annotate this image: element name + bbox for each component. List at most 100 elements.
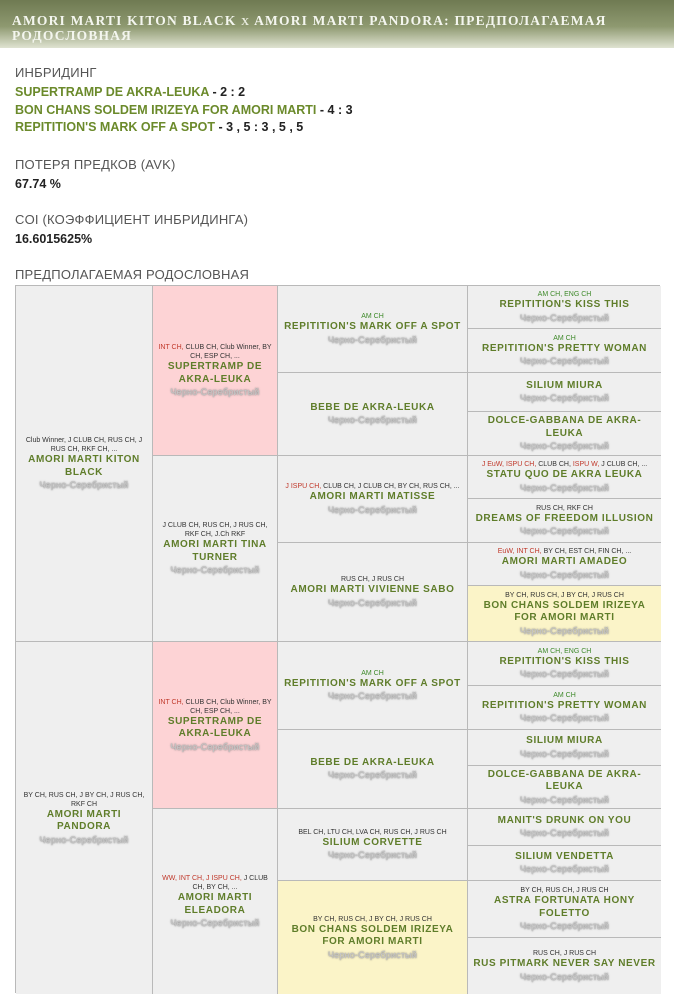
- inbreeding-name[interactable]: SUPERTRAMP DE AKRA-LEUKA: [15, 85, 209, 99]
- dog-color: Черно-Серебристый: [170, 918, 260, 928]
- dam-name: AMORI MARTI PANDORA: ПРЕДПОЛАГАЕМАЯ: [254, 13, 607, 28]
- dog-titles: BEL CH, LTU CH, LVA CH, RUS CH, J RUS CH: [298, 828, 447, 836]
- dog-color: Черно-Серебристый: [519, 794, 610, 805]
- dog-titles: RUS CH, J RUS CH: [340, 576, 404, 584]
- dog-name-link[interactable]: DOLCE-GABBANA DE AKRA-LEUKA: [487, 415, 642, 439]
- dog-titles: J ISPU CH, CLUB CH, J CLUB CH, BY CH, RU…: [285, 483, 460, 491]
- dog-titles: AM CH: [361, 313, 384, 321]
- dog-name-link[interactable]: BEBE DE AKRA-LEUKA: [310, 756, 435, 768]
- dog-color: Черно-Серебристый: [519, 828, 610, 839]
- dog-color: Черно-Серебристый: [519, 864, 610, 875]
- dog-titles: AM CH, ENG CH: [537, 291, 592, 299]
- page-title: AMORI MARTI KITON BLACK x AMORI MARTI PA…: [12, 14, 662, 43]
- dog-titles: RUS CH, RKF CH: [536, 504, 593, 512]
- inbreeding-name[interactable]: BON CHANS SOLDEM IRIZEYA FOR AMORI MARTI: [15, 102, 317, 117]
- pedigree-cell-grandparent: INT CH, CLUB CH, Club Winner, BY CH, ESP…: [153, 286, 278, 456]
- dog-name-link[interactable]: BON CHANS SOLDEM IRIZEYA FOR AMORI MARTI: [483, 599, 646, 624]
- dog-titles: INT CH, CLUB CH, Club Winner, BY CH, ESP…: [158, 698, 272, 715]
- pedigree-cell-great-grandparent: BEL CH, LTU CH, LVA CH, RUS CH, J RUS CH…: [278, 809, 468, 881]
- pedigree-cell-great-grandparent: BEBE DE AKRA-LEUKA Черно-Серебристый: [278, 730, 468, 809]
- pedigree-table: Club Winner, J CLUB CH, RUS CH, J RUS CH…: [15, 285, 661, 994]
- dog-name-link[interactable]: SUPERTRAMP DE AKRA-LEUKA: [167, 715, 263, 740]
- dog-color: Черно-Серебристый: [39, 834, 129, 845]
- dog-name-link[interactable]: DOLCE-GABBANA DE AKRA-LEUKA: [487, 768, 642, 793]
- pedigree-cell-great-great-grandparent: SILIUM VENDETTA Черно-Серебристый: [468, 846, 661, 881]
- dog-titles: INT CH, CLUB CH, Club Winner, BY CH, ESP…: [158, 344, 272, 360]
- dog-color: Черно-Серебристый: [327, 949, 418, 960]
- dog-color: Черно-Серебристый: [519, 921, 610, 931]
- dog-name-link[interactable]: AMORI MARTI TINA TURNER: [163, 539, 267, 563]
- dog-name-link[interactable]: REPITITION'S MARK OFF A SPOT: [284, 321, 461, 333]
- dog-name-link[interactable]: REPITITION'S PRETTY WOMAN: [482, 699, 647, 711]
- dog-name-link[interactable]: BEBE DE AKRA-LEUKA: [310, 401, 435, 413]
- pedigree-cell-grandparent: INT CH, CLUB CH, Club Winner, BY CH, ESP…: [153, 642, 278, 809]
- pedigree-cell-great-grandparent: J ISPU CH, CLUB CH, J CLUB CH, BY CH, RU…: [278, 456, 468, 543]
- dog-name-link[interactable]: MANIT'S DRUNK ON YOU: [497, 814, 632, 826]
- title-line2: РОДОСЛОВНАЯ: [12, 28, 133, 43]
- dog-name-link[interactable]: AMORI MARTI VIVIENNE SABO: [290, 584, 455, 596]
- dog-color: Черно-Серебристый: [170, 387, 260, 397]
- dog-name-link[interactable]: RUS PITMARK NEVER SAY NEVER: [473, 958, 656, 970]
- dog-color: Черно-Серебристый: [327, 415, 418, 426]
- dog-color: Черно-Серебристый: [327, 691, 418, 702]
- inbreeding-row: BON CHANS SOLDEM IRIZEYA FOR AMORI MARTI…: [15, 102, 659, 120]
- pedigree-cell-parent: Club Winner, J CLUB CH, RUS CH, J RUS CH…: [16, 286, 153, 642]
- dog-titles: RUS CH, J RUS CH: [532, 950, 596, 958]
- dog-name-link[interactable]: SILIUM CORVETTE: [322, 836, 423, 848]
- dog-name-link[interactable]: REPITITION'S KISS THIS: [499, 299, 630, 311]
- dog-name-link[interactable]: DREAMS OF FREEDOM ILLUSION: [475, 512, 654, 524]
- dog-name-link[interactable]: AMORI MARTI MATISSE: [309, 491, 436, 503]
- dog-titles: J EuW, ISPU CH, CLUB CH, ISPU W, J CLUB …: [481, 461, 648, 469]
- dog-titles: AM CH: [361, 669, 384, 677]
- dog-name-link[interactable]: SILIUM MIURA: [526, 735, 603, 747]
- dog-name-link[interactable]: AMORI MARTI ELEADORA: [177, 892, 253, 916]
- dog-titles: WW, INT CH, J ISPU CH, J CLUB CH, BY CH,…: [162, 875, 268, 891]
- dog-color: Черно-Серебристый: [519, 669, 610, 680]
- dog-name-link[interactable]: REPITITION'S KISS THIS: [499, 655, 630, 667]
- dog-name-link[interactable]: ASTRA FORTUNATA HONY FOLETTO: [494, 895, 635, 919]
- dog-name-link[interactable]: SUPERTRAMP DE AKRA-LEUKA: [167, 361, 263, 385]
- dog-titles: BY CH, RUS CH, J BY CH, J RUS CH: [505, 591, 624, 599]
- coi-label: COI (КОЭФФИЦИЕНТ ИНБРИДИНГА): [15, 211, 249, 227]
- dog-name-link[interactable]: REPITITION'S MARK OFF A SPOT: [284, 677, 461, 689]
- dog-name-link[interactable]: AMORI MARTI KITON BLACK: [28, 454, 140, 478]
- dog-color: Черно-Серебристый: [519, 526, 610, 537]
- dog-titles: BY CH, RUS CH, J RUS CH: [520, 887, 609, 894]
- pedigree-cell-grandparent: WW, INT CH, J ISPU CH, J CLUB CH, BY CH,…: [153, 809, 278, 994]
- avk-value: 67.74 %: [15, 176, 61, 191]
- dog-color: Черно-Серебристый: [519, 441, 610, 451]
- pedigree-cell-great-great-grandparent: EuW, INT CH, BY CH, EST CH, FIN CH, ...A…: [468, 543, 661, 586]
- dog-name-link[interactable]: AMORI MARTI PANDORA: [46, 808, 122, 833]
- inbreeding-row: SUPERTRAMP DE AKRA-LEUKA - 2 : 2: [15, 84, 659, 102]
- dog-name-link[interactable]: SILIUM MIURA: [526, 379, 603, 391]
- dog-color: Черно-Серебристый: [519, 482, 610, 493]
- pedigree-cell-great-great-grandparent: J EuW, ISPU CH, CLUB CH, ISPU W, J CLUB …: [468, 456, 661, 499]
- pedigree-cell-great-great-grandparent: DOLCE-GABBANA DE AKRA-LEUKA Черно-Серебри…: [468, 412, 661, 456]
- page-header: AMORI MARTI KITON BLACK x AMORI MARTI PA…: [0, 0, 674, 48]
- dog-titles: AM CH: [553, 334, 576, 342]
- inbreeding-name[interactable]: REPITITION'S MARK OFF A SPOT: [15, 120, 215, 134]
- dog-color: Черно-Серебристый: [519, 569, 610, 580]
- dog-name-link[interactable]: AMORI MARTI AMADEO: [501, 556, 628, 568]
- dog-name-link[interactable]: STATU QUO DE AKRA LEUKA: [486, 469, 643, 481]
- dog-color: Черно-Серебристый: [327, 770, 418, 781]
- dog-name-link[interactable]: BON CHANS SOLDEM IRIZEYA FOR AMORI MARTI: [291, 923, 454, 948]
- dog-name-link[interactable]: SILIUM VENDETTA: [515, 850, 614, 862]
- dog-color: Черно-Серебристый: [327, 850, 418, 861]
- dog-titles: BY CH, RUS CH, J BY CH, J RUS CH, RKF CH: [23, 791, 145, 808]
- dog-color: Черно-Серебристый: [519, 312, 610, 323]
- dog-color: Черно-Серебристый: [519, 971, 610, 982]
- dog-titles: J CLUB CH, RUS CH, J RUS CH, RKF CH, J.C…: [162, 522, 268, 538]
- dog-name-link[interactable]: REPITITION'S PRETTY WOMAN: [482, 342, 647, 354]
- dog-color: Черно-Серебристый: [39, 480, 129, 490]
